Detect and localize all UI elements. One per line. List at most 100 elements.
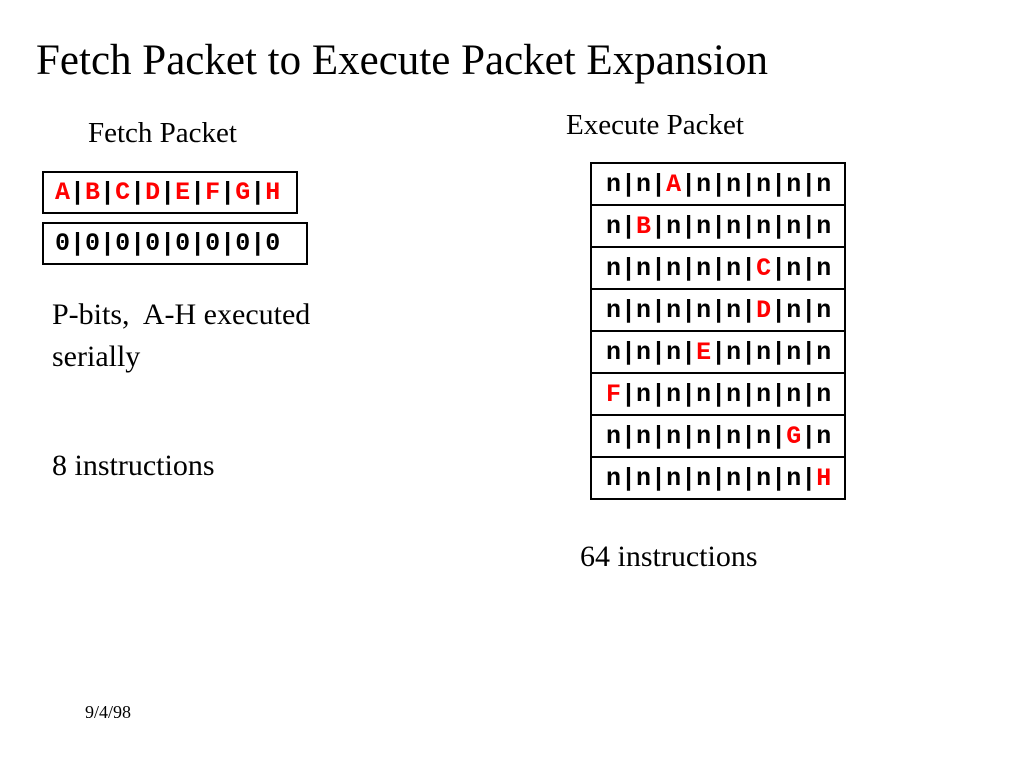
packet-cell: n	[606, 211, 622, 241]
cell-separator: |	[651, 337, 667, 367]
packet-cell: n	[726, 169, 742, 199]
cell-separator: |	[771, 253, 787, 283]
packet-cell: n	[786, 379, 802, 409]
cell-separator: |	[741, 295, 757, 325]
cell-separator: |	[621, 253, 637, 283]
fetch-pbits-box: 0|0|0|0|0|0|0|0	[42, 222, 308, 265]
cell-separator: |	[681, 421, 697, 451]
packet-cell: n	[666, 295, 682, 325]
packet-cell: n	[816, 169, 832, 199]
packet-cell: n	[696, 379, 712, 409]
cell-separator: |	[741, 379, 757, 409]
packet-cell: n	[606, 337, 622, 367]
packet-cell: 0	[85, 229, 101, 258]
cell-separator: |	[711, 211, 727, 241]
packet-cell: n	[606, 421, 622, 451]
cell-separator: |	[711, 253, 727, 283]
packet-cell: B	[85, 178, 101, 207]
fetch-instruction-count: 8 instructions	[52, 449, 215, 482]
packet-cell: n	[696, 211, 712, 241]
packet-cell: F	[205, 178, 221, 207]
packet-cell: n	[816, 253, 832, 283]
cell-separator: |	[711, 337, 727, 367]
packet-cell: C	[756, 253, 772, 283]
cell-separator: |	[100, 229, 116, 258]
cell-separator: |	[711, 379, 727, 409]
packet-cell: n	[726, 211, 742, 241]
cell-separator: |	[741, 337, 757, 367]
packet-cell: D	[756, 295, 772, 325]
execute-packet-heading: Execute Packet	[566, 109, 744, 141]
cell-separator: |	[190, 178, 206, 207]
packet-cell: n	[756, 379, 772, 409]
cell-separator: |	[801, 421, 817, 451]
execute-packet-row: n|n|A|n|n|n|n|n	[590, 162, 846, 206]
packet-cell: n	[756, 463, 772, 493]
packet-cell: n	[636, 463, 652, 493]
packet-cell: n	[756, 337, 772, 367]
cell-separator: |	[651, 169, 667, 199]
cell-separator: |	[651, 211, 667, 241]
packet-cell: n	[816, 337, 832, 367]
fetch-packet-heading: Fetch Packet	[88, 117, 237, 149]
execute-instruction-count: 64 instructions	[580, 540, 758, 573]
packet-cell: n	[756, 169, 772, 199]
packet-cell: H	[265, 178, 281, 207]
packet-cell: n	[786, 253, 802, 283]
packet-cell: 0	[145, 229, 161, 258]
packet-cell: n	[666, 379, 682, 409]
pbits-note: P-bits, A-H executed serially	[52, 298, 311, 373]
cell-separator: |	[100, 178, 116, 207]
packet-cell: n	[606, 253, 622, 283]
cell-separator: |	[621, 463, 637, 493]
cell-separator: |	[681, 337, 697, 367]
packet-cell: C	[115, 178, 131, 207]
cell-separator: |	[741, 169, 757, 199]
cell-separator: |	[190, 229, 206, 258]
packet-cell: H	[816, 463, 832, 493]
execute-packet-row: F|n|n|n|n|n|n|n	[590, 372, 846, 416]
packet-cell: n	[636, 421, 652, 451]
packet-cell: n	[756, 421, 772, 451]
packet-cell: n	[666, 463, 682, 493]
cell-separator: |	[771, 463, 787, 493]
packet-cell: 0	[265, 229, 281, 258]
cell-separator: |	[130, 178, 146, 207]
cell-separator: |	[771, 169, 787, 199]
packet-cell: n	[696, 463, 712, 493]
packet-cell: n	[816, 421, 832, 451]
packet-cell: n	[726, 337, 742, 367]
packet-cell: n	[786, 169, 802, 199]
cell-separator: |	[741, 463, 757, 493]
cell-separator: |	[801, 463, 817, 493]
packet-cell: n	[696, 253, 712, 283]
cell-separator: |	[621, 379, 637, 409]
packet-cell: 0	[205, 229, 221, 258]
cell-separator: |	[651, 379, 667, 409]
packet-cell: n	[726, 421, 742, 451]
cell-separator: |	[681, 463, 697, 493]
cell-separator: |	[681, 253, 697, 283]
packet-cell: n	[636, 253, 652, 283]
cell-separator: |	[771, 379, 787, 409]
cell-separator: |	[741, 253, 757, 283]
cell-separator: |	[250, 178, 266, 207]
packet-cell: n	[816, 295, 832, 325]
packet-cell: n	[786, 295, 802, 325]
cell-separator: |	[801, 337, 817, 367]
cell-separator: |	[681, 211, 697, 241]
packet-cell: n	[696, 421, 712, 451]
packet-cell: n	[666, 337, 682, 367]
execute-packet-row: n|n|n|E|n|n|n|n	[590, 330, 846, 374]
packet-cell: n	[726, 379, 742, 409]
packet-cell: n	[756, 211, 772, 241]
packet-cell: n	[696, 169, 712, 199]
cell-separator: |	[220, 229, 236, 258]
cell-separator: |	[711, 463, 727, 493]
packet-cell: 0	[55, 229, 71, 258]
cell-separator: |	[801, 379, 817, 409]
slide-date: 9/4/98	[85, 702, 132, 722]
cell-separator: |	[160, 178, 176, 207]
cell-separator: |	[801, 253, 817, 283]
